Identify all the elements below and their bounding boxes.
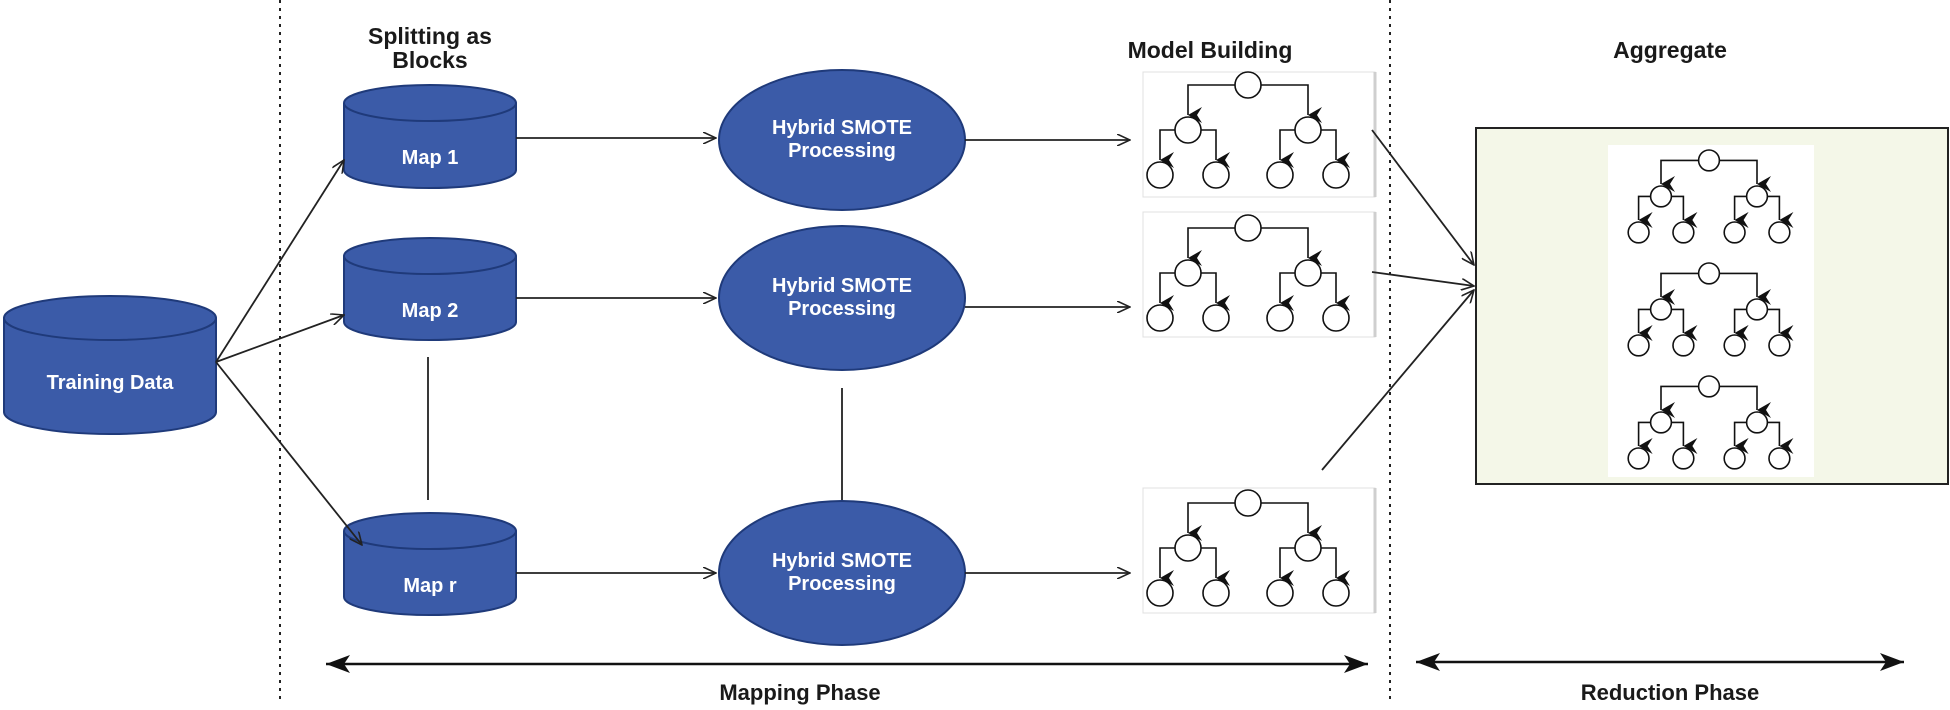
arrow-tree2-aggregate — [1371, 271, 1474, 286]
tree-icon — [1627, 262, 1794, 357]
smote-ellipse-2 — [718, 225, 966, 371]
map-label-1: Map 1 — [401, 146, 459, 169]
reduction-phase-label: Reduction Phase — [1580, 680, 1760, 705]
arrow-train-map1 — [215, 160, 344, 363]
arrow-tree3-aggregate — [1321, 290, 1474, 471]
tree-icon — [1627, 375, 1794, 470]
mapping-phase-label: Mapping Phase — [719, 680, 881, 705]
tree-icon — [1146, 214, 1350, 332]
arrow-train-map2 — [215, 315, 344, 363]
arrow-train-mapr — [215, 361, 362, 545]
map-label-2: Map 2 — [401, 299, 459, 322]
smote-label-3: Hybrid SMOTE Processing — [771, 550, 912, 595]
aggregate-label: Aggregate — [1613, 37, 1727, 63]
arrow-tree1-aggregate — [1371, 129, 1474, 265]
smote-label-2: Hybrid SMOTE Processing — [771, 275, 912, 320]
model-building-label: Model Building — [1127, 37, 1293, 63]
map-cylinder-r — [343, 512, 517, 616]
tree-icon — [1627, 149, 1794, 244]
splitting-label: Splitting as Blocks — [368, 23, 492, 73]
training-data-label: Training Data — [46, 371, 174, 394]
smote-label-1: Hybrid SMOTE Processing — [771, 117, 912, 162]
training-data-cylinder — [3, 295, 217, 435]
tree-icon — [1146, 71, 1350, 189]
map-label-r: Map r — [403, 574, 457, 597]
tree-icon — [1146, 489, 1350, 607]
map-cylinder-1 — [343, 84, 517, 189]
decision-trees — [1146, 71, 1794, 607]
map-cylinder-2 — [343, 237, 517, 341]
